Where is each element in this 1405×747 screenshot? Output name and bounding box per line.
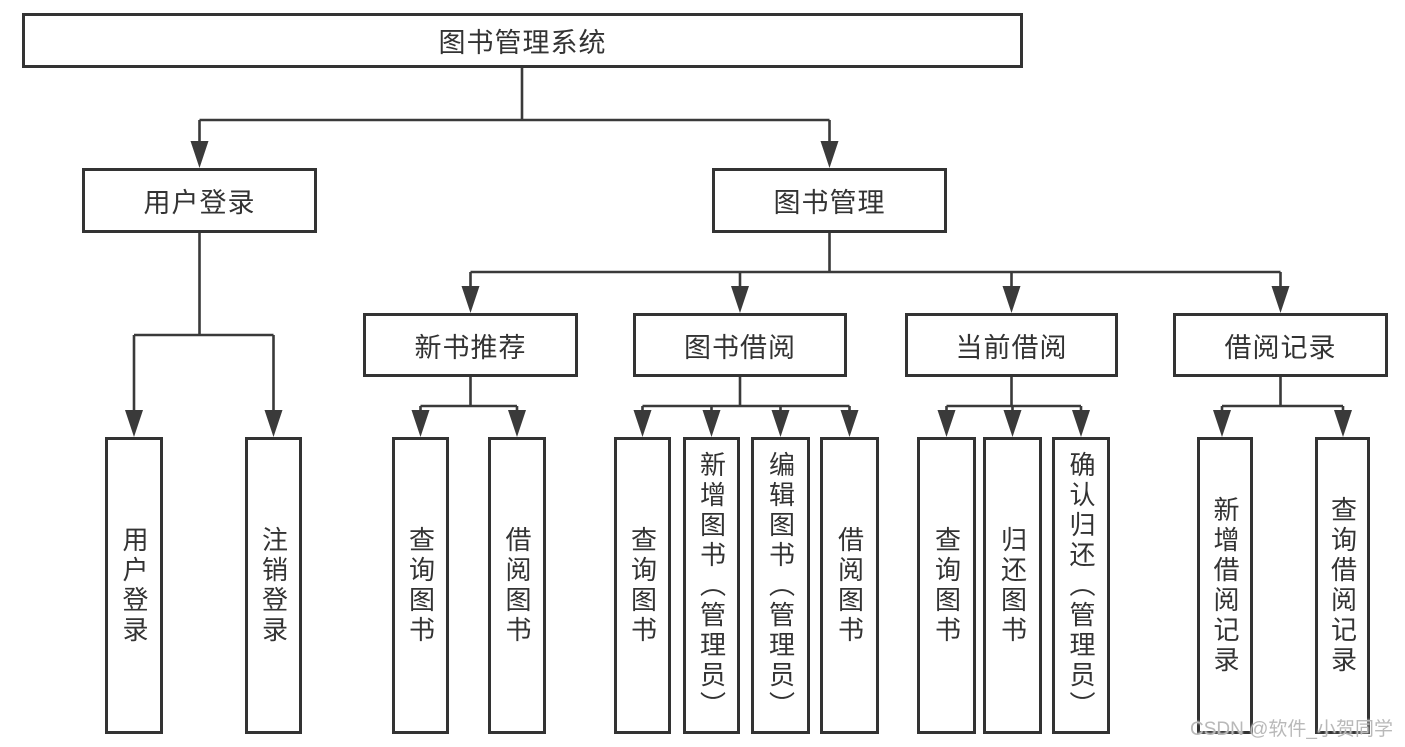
- arrow-to-borrow-record: [1271, 286, 1290, 313]
- node-label: 用户登录: [119, 525, 149, 646]
- leaf-bb-add-books-admin: 新增图书（管理员）: [683, 437, 740, 734]
- arrow-to-logout-leaf: [264, 410, 283, 437]
- node-label: 新书推荐: [414, 332, 527, 363]
- connector-borrow-record-children: [1220, 377, 1345, 416]
- node-label: 注销登录: [258, 525, 289, 646]
- leaf-bb-edit-books-admin: 编辑图书（管理员）: [751, 437, 810, 734]
- node-label: 确认归还（管理员）: [1066, 450, 1096, 721]
- node-label: 查询借阅记录: [1327, 495, 1358, 676]
- node-label: 当前借阅: [955, 332, 1068, 363]
- node-label: 图书借阅: [684, 332, 796, 363]
- connector-new-book-rec-children: [419, 377, 519, 416]
- node-label: 查询图书: [931, 525, 962, 646]
- leaf-rec-borrow-books: 借阅图书: [488, 437, 546, 734]
- node-label: 借阅图书: [834, 525, 865, 646]
- csdn-watermark: CSDN @软件_小贺同学: [1190, 719, 1393, 740]
- leaf-rec-query-books: 查询图书: [392, 437, 449, 734]
- arrow-to-bb-add: [702, 410, 721, 437]
- node-label: 归还图书: [997, 525, 1028, 646]
- leaf-logout: 注销登录: [245, 437, 302, 734]
- leaf-bb-borrow-books: 借阅图书: [820, 437, 879, 734]
- connector-user-login-children: [132, 233, 275, 415]
- arrow-to-current-borrow: [1002, 286, 1021, 313]
- leaf-br-add-record: 新增借阅记录: [1197, 437, 1253, 734]
- arrow-to-cb-confirm: [1072, 410, 1090, 437]
- node-label: 借阅图书: [502, 525, 532, 646]
- arrow-to-rec-borrow: [508, 410, 526, 437]
- arrow-to-book-borrow: [731, 286, 749, 313]
- leaf-bb-query-books: 查询图书: [614, 437, 671, 734]
- node-current-borrowing: 当前借阅: [905, 313, 1118, 377]
- leaf-user-login: 用户登录: [105, 437, 163, 734]
- arrow-to-user-login: [190, 141, 209, 168]
- node-new-book-recommend: 新书推荐: [363, 313, 578, 377]
- node-book-management: 图书管理: [712, 168, 947, 233]
- arrow-to-new-book-rec: [461, 286, 480, 313]
- node-label: 查询图书: [405, 525, 436, 646]
- node-label: 图书管理系统: [438, 28, 607, 58]
- arrow-to-cb-query: [937, 410, 956, 437]
- arrow-to-bb-query: [633, 410, 652, 437]
- arrow-to-rec-query: [411, 410, 430, 437]
- leaf-cb-confirm-return-admin: 确认归还（管理员）: [1052, 437, 1110, 734]
- node-label: 新增图书（管理员）: [696, 450, 727, 721]
- arrow-to-cb-return: [1003, 410, 1022, 437]
- connector-root-to-level2: [198, 68, 831, 146]
- node-label: 用户登录: [143, 188, 256, 218]
- node-label: 图书管理: [773, 188, 886, 218]
- node-label: 新增借阅记录: [1210, 495, 1240, 676]
- node-library-management-system: 图书管理系统: [22, 13, 1023, 68]
- node-user-login: 用户登录: [82, 168, 317, 233]
- node-label: 编辑图书（管理员）: [765, 450, 796, 721]
- leaf-br-query-record: 查询借阅记录: [1315, 437, 1370, 734]
- arrow-to-bb-edit: [771, 410, 790, 437]
- node-label: 借阅记录: [1224, 332, 1337, 363]
- arrow-to-bb-borrow: [840, 410, 859, 437]
- connector-book-mgmt-children: [469, 233, 1282, 291]
- node-borrowing-records: 借阅记录: [1173, 313, 1388, 377]
- arrow-to-user-login-leaf: [125, 410, 143, 437]
- leaf-cb-query-books: 查询图书: [917, 437, 976, 734]
- arrow-to-book-mgmt: [820, 141, 839, 168]
- arrow-to-br-query: [1334, 410, 1352, 437]
- node-label: 查询图书: [627, 525, 658, 646]
- node-book-borrowing: 图书借阅: [633, 313, 847, 377]
- leaf-cb-return-books: 归还图书: [983, 437, 1042, 734]
- connector-book-borrow-children: [641, 377, 851, 416]
- arrow-to-br-add: [1213, 410, 1231, 437]
